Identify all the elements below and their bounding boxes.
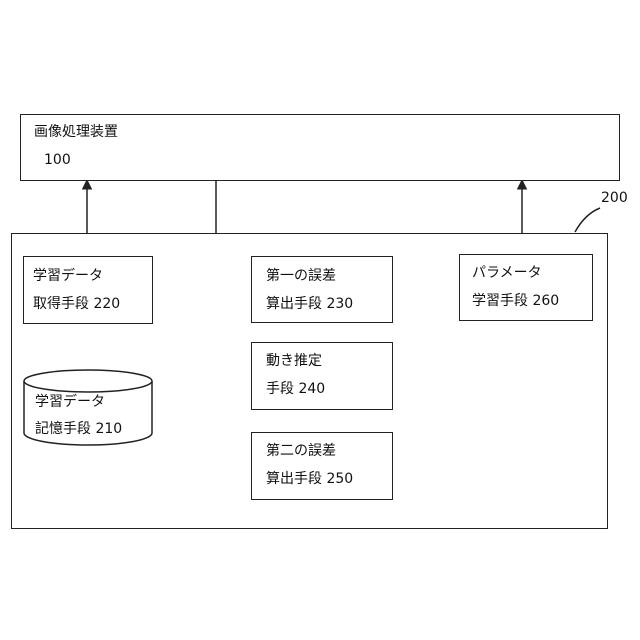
block-motion-line1: 動き推定 <box>266 353 322 369</box>
block-param-line1: パラメータ <box>472 265 542 281</box>
block-err2-line2: 算出手段 250 <box>266 471 353 487</box>
block-err1 <box>251 256 393 323</box>
block-err1-line1: 第一の誤差 <box>266 268 336 284</box>
block-err2-line1: 第二の誤差 <box>266 443 336 459</box>
block-err1-line2: 算出手段 230 <box>266 296 353 312</box>
block-storage-line2: 記憶手段 210 <box>35 421 122 437</box>
block-param-line2: 学習手段 260 <box>472 293 559 309</box>
block-motion-line2: 手段 240 <box>266 381 325 397</box>
block-storage-line1: 学習データ <box>35 394 105 410</box>
